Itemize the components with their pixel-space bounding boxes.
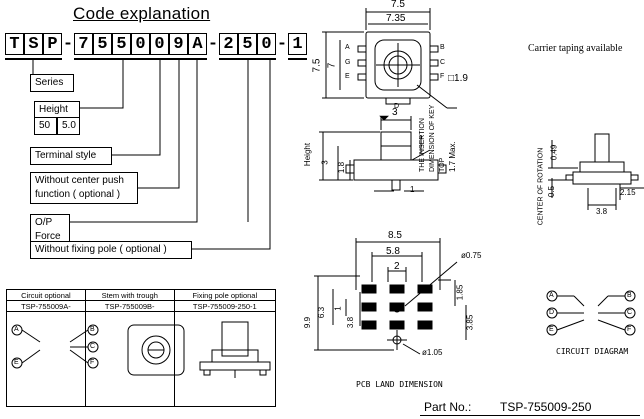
dim-label: Height: [303, 142, 313, 167]
pin-label: B: [90, 326, 95, 333]
dim-value: 1.9: [454, 73, 468, 84]
pin-label: A: [345, 44, 350, 51]
dim-label: 3.8: [596, 207, 608, 216]
code-char: 7: [74, 33, 93, 55]
dim-label: 7.5: [391, 0, 405, 10]
pin-label: D: [394, 103, 400, 110]
dim-label: 7: [326, 62, 338, 69]
pin-label: A: [14, 326, 19, 333]
part-no-underline: [420, 415, 640, 416]
carrier-note: Carrier taping available: [528, 43, 623, 54]
table-image-cell: [6, 311, 86, 407]
series-label: Series: [30, 74, 74, 92]
table-image-cell: [84, 311, 175, 407]
pin-label: F: [440, 73, 445, 80]
code-char: 5: [238, 33, 257, 55]
code-char: 0: [131, 33, 150, 55]
code-char: 2: [219, 33, 238, 55]
pin-label: G: [345, 59, 351, 66]
table-cell: TSP-755009B-: [84, 300, 175, 312]
pin-label: F: [90, 359, 95, 366]
insertion-line: THE INSERTION: [419, 118, 426, 172]
code-char: A: [188, 33, 207, 55]
circuit-title: CIRCUIT DIAGRAM: [556, 347, 629, 356]
center-push-line1: Without center push: [35, 175, 124, 186]
dim-label: 3.8: [346, 316, 356, 329]
pin-label: B: [440, 44, 445, 51]
pin-label: E: [345, 73, 350, 80]
dim-label: 2.15: [620, 188, 636, 197]
pcb-title: PCB LAND DIMENSION: [356, 380, 443, 389]
center-push-label: Without center push function ( optional …: [30, 172, 138, 204]
dim-label: 2: [394, 261, 400, 272]
dim-label: ø0.75: [461, 251, 482, 260]
dim-label: 8.5: [388, 230, 402, 241]
code-char: T: [5, 33, 24, 55]
dim-label: 7.5: [311, 58, 323, 73]
dim-label: 1: [333, 306, 343, 311]
table-cell: TSP-755009-250-1: [173, 300, 277, 312]
pin-label: C: [90, 343, 96, 350]
height-option: 5.0: [57, 117, 80, 135]
table-header: Fixing pole optional: [173, 289, 277, 301]
pin-label: E: [14, 359, 19, 366]
dim-label: 3.85: [465, 314, 475, 331]
insertion-line: DIMENSION OF KEY: [429, 104, 436, 172]
code-char: 0: [150, 33, 169, 55]
table-image-cell: [173, 311, 277, 407]
dim-label: 3: [320, 160, 330, 165]
dim-label: 7.35: [386, 13, 406, 24]
height-option: 50: [34, 117, 57, 135]
terminal-style-label: Terminal style: [30, 147, 112, 165]
dim-label: 5.8: [386, 246, 400, 257]
table-header: Circuit optional: [6, 289, 86, 301]
dim-label: 1.85: [455, 284, 465, 301]
fixing-pole-label: Without fixing pole ( optional ): [30, 241, 192, 259]
rotation-note: CENTER OF ROTATION: [537, 147, 545, 226]
dim-label: 1: [410, 185, 415, 194]
code-dash: -: [276, 34, 288, 54]
code-dash: -: [62, 34, 74, 54]
code-char: 9: [169, 33, 188, 55]
table-header: Stem with trough: [84, 289, 175, 301]
part-no-value: TSP-755009-250: [500, 400, 592, 414]
dim-label: 0.5: [547, 185, 557, 198]
pin-label: C: [627, 309, 633, 316]
pin-label: A: [549, 292, 554, 299]
part-no-label: Part No.:: [424, 400, 472, 414]
code-char: S: [24, 33, 43, 55]
dim-label: 0.49: [549, 144, 559, 161]
center-push-line2: function ( optional ): [35, 189, 121, 200]
options-table: Circuit optional Stem with trough Fixing…: [6, 289, 277, 407]
insertion-note: THE INSERTION DIMENSION OF KEY TOP 1.7 M…: [418, 92, 458, 172]
code-char: 5: [112, 33, 131, 55]
code-dash: -: [207, 34, 219, 54]
dim-label: ø1.05: [422, 348, 443, 357]
code-char: 0: [257, 33, 276, 55]
dim-label: 3: [392, 107, 398, 118]
dim-label: 1.8: [337, 161, 347, 174]
pin-label: F: [627, 326, 632, 333]
insertion-line: 1.7 Max.: [448, 141, 457, 172]
dim-label: □1.9: [448, 73, 468, 84]
table-cell: TSP-755009A-: [6, 300, 86, 312]
insertion-line: TOP: [439, 157, 446, 172]
pin-label: C: [440, 59, 446, 66]
page-title: Code explanation: [73, 4, 211, 23]
pin-label: B: [627, 292, 632, 299]
code-char: 1: [288, 33, 307, 55]
pin-label: E: [549, 326, 554, 333]
dim-label: 6.3: [317, 306, 327, 319]
pin-label: D: [549, 309, 555, 316]
dim-label: 9.9: [303, 316, 313, 329]
code-char: P: [43, 33, 62, 55]
code-char: 5: [93, 33, 112, 55]
